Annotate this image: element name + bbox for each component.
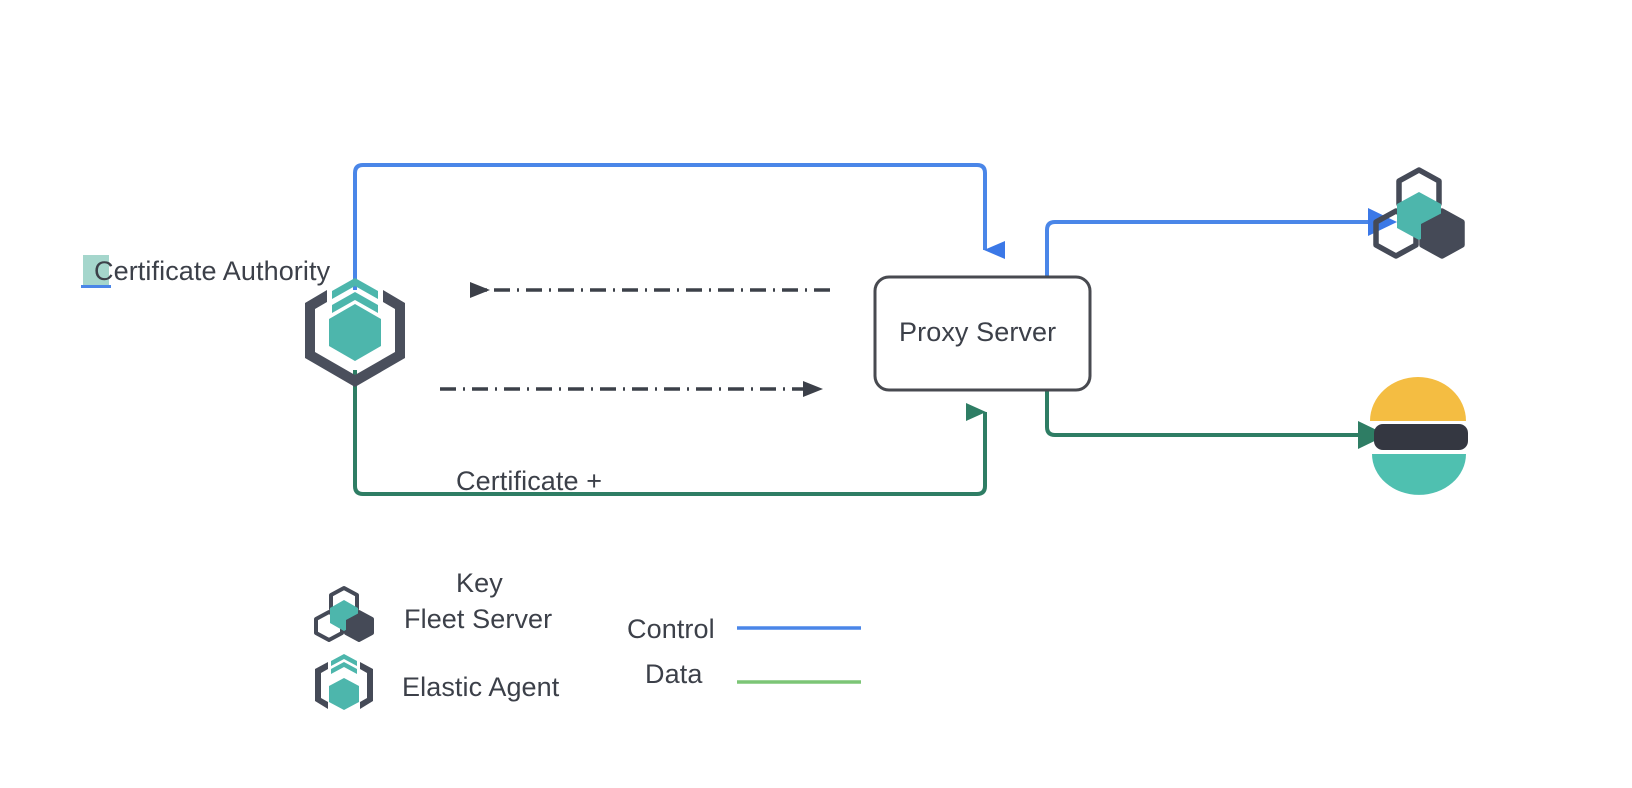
edge-control-proxy-to-fleet	[1045, 208, 1397, 278]
edge-data-agent-to-proxy	[353, 370, 987, 496]
fleet-server-icon	[1373, 167, 1465, 259]
node-proxy-server[interactable]	[873, 275, 1092, 392]
legend-elastic-agent-icon	[315, 654, 373, 710]
legend-fleet-server-icon	[314, 586, 374, 642]
certificate-key-edge-label: Certificate + Key	[456, 396, 602, 668]
legend-line-data-label: Data	[645, 659, 703, 689]
elasticsearch-icon	[1370, 377, 1468, 495]
edge-control-agent-to-proxy	[353, 163, 1005, 290]
certificate-key-line2: Key	[456, 568, 503, 598]
certificate-key-line1: Certificate +	[456, 466, 603, 496]
certificate-authority-highlight	[83, 255, 109, 286]
legend-item-fleet-server-label: Fleet Server	[404, 604, 553, 634]
proxy-server-label: Proxy Server	[899, 317, 1057, 347]
legend-item-elastic-agent-label: Elastic Agent	[402, 672, 560, 702]
elastic-agent-icon	[305, 278, 405, 387]
certificate-authority-label: Certificate Authority	[94, 256, 331, 286]
certificate-authority-underline	[81, 285, 111, 288]
legend-line-control-label: Control	[627, 614, 715, 644]
edge-data-proxy-to-elasticsearch	[1045, 390, 1387, 449]
